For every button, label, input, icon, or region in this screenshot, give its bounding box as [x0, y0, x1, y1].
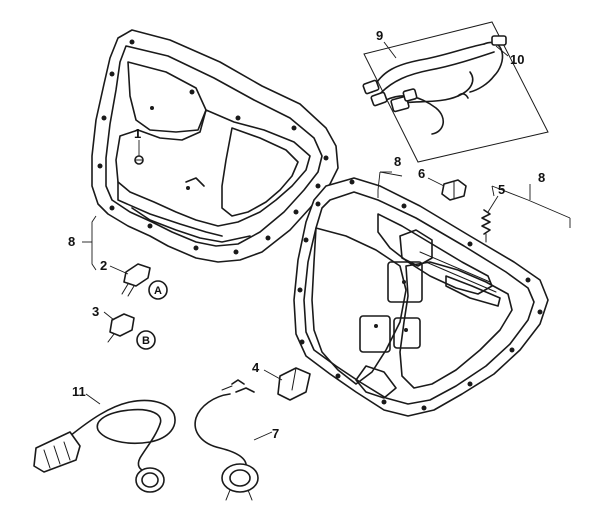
cover-screw-holes — [97, 39, 329, 255]
wiring-harness-box — [363, 21, 549, 163]
top-cover-housing — [91, 29, 339, 263]
callout-1: 1 — [134, 126, 141, 141]
leader-lines — [82, 41, 571, 441]
wiring-harness — [362, 35, 507, 135]
callout-5: 5 — [498, 182, 505, 197]
clip-part-2 — [121, 263, 151, 297]
callout-10: 10 — [510, 52, 524, 67]
clip-part-3 — [107, 313, 135, 343]
callout-3: 3 — [92, 304, 99, 319]
base-frame — [293, 177, 549, 417]
badge-b: B — [136, 330, 156, 350]
callout-7: 7 — [272, 426, 279, 441]
power-cable-part-7 — [194, 379, 259, 501]
charging-cable-part-11 — [33, 399, 176, 493]
badge-a: A — [148, 280, 168, 300]
callout-2: 2 — [100, 258, 107, 273]
badge-b-text: B — [142, 335, 150, 347]
connector-part-6 — [441, 179, 467, 201]
callout-6: 6 — [418, 166, 425, 181]
badge-a-text: A — [154, 285, 162, 297]
callout-11: 11 — [72, 384, 86, 399]
spring-part-5 — [481, 209, 491, 243]
frame-screw-holes — [297, 179, 543, 411]
callout-8-right: 8 — [538, 170, 545, 185]
callout-8-left: 8 — [68, 234, 75, 249]
callout-4: 4 — [252, 360, 260, 375]
connector-part-4 — [277, 367, 311, 401]
screw-part-1 — [134, 155, 144, 165]
callout-labels: 1 2 3 4 5 6 7 8 8 8 9 10 11 — [68, 28, 545, 441]
callout-9: 9 — [376, 28, 383, 43]
callout-8-top: 8 — [394, 154, 401, 169]
